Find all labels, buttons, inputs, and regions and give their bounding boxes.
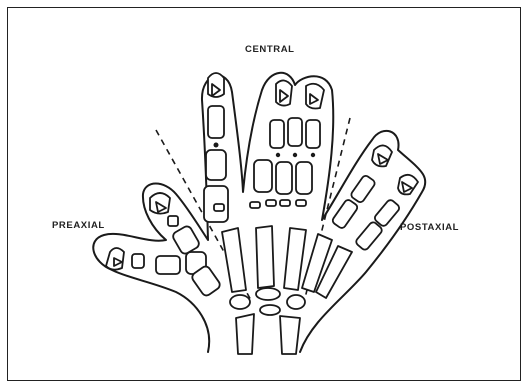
carpal-bones — [230, 288, 305, 315]
metacarpal-bones — [222, 226, 352, 298]
label-postaxial: POSTAXIAL — [400, 222, 459, 233]
central-finger-1-bones — [204, 73, 228, 222]
forearm-bones — [236, 314, 300, 354]
central-finger-2-bones — [250, 80, 324, 208]
label-central: CENTRAL — [245, 44, 295, 55]
label-preaxial: PREAXIAL — [52, 220, 105, 231]
